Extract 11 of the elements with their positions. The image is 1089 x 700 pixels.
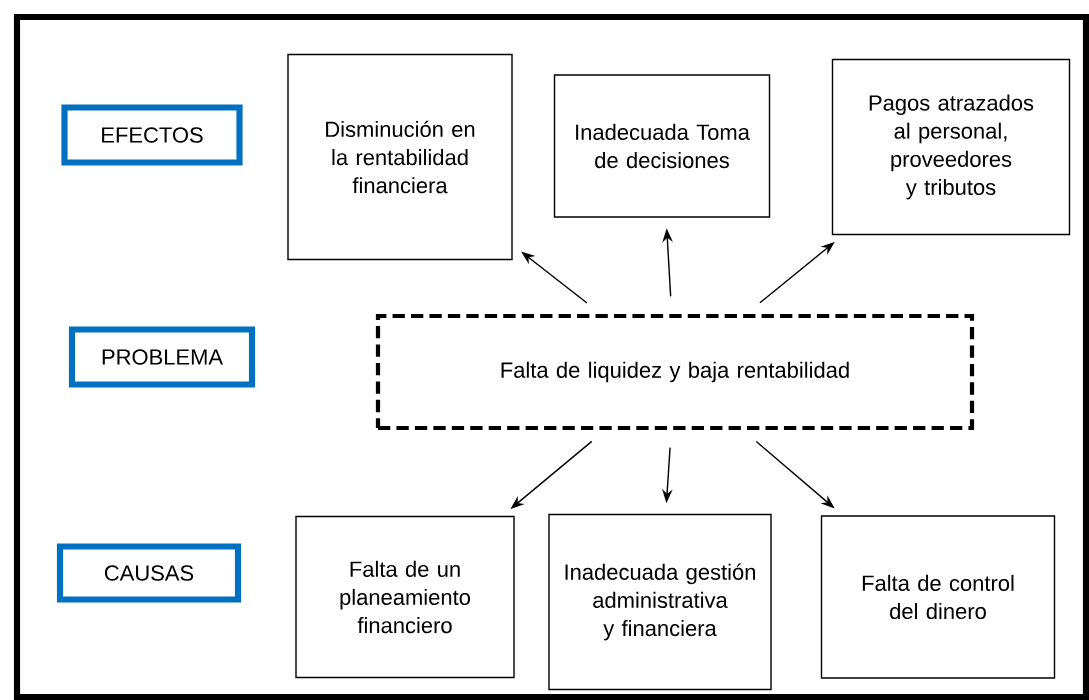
- label-box: PROBLEMA: [68, 326, 256, 388]
- effect-box: Pagos atrazados al personal, proveedores y tributos: [831, 58, 1071, 236]
- effect-box: Inadecuada Toma de decisiones: [553, 74, 771, 218]
- cause-box: Falta de control del dinero: [820, 515, 1056, 679]
- label-box: EFECTOS: [61, 104, 243, 166]
- cause-box: Falta de un planeamiento financiero: [295, 515, 515, 679]
- problem-box: Falta de liquidez y baja rentabilidad: [375, 313, 975, 431]
- label-box: CAUSAS: [56, 543, 242, 603]
- effect-box: Disminución en la rentabilidad financiera: [287, 53, 513, 261]
- arrow: [521, 251, 588, 304]
- cause-box: Inadecuada gestión administrativa y financiera: [548, 513, 772, 691]
